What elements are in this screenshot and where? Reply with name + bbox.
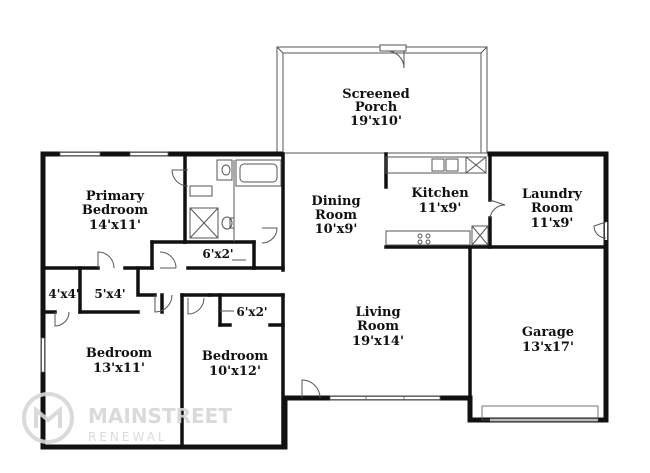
room-garage: Garage 13'x17' [522, 325, 574, 355]
room-dimensions: 4'x4' [48, 287, 79, 301]
room-name: Room [531, 201, 573, 216]
bathroom-fixtures [189, 159, 282, 242]
watermark: MAINSTREET RENEWAL [22, 392, 232, 444]
room-name: Dining [311, 194, 360, 209]
room-dimensions: 11'x9' [531, 216, 574, 231]
room-dimensions: 11'x9' [419, 201, 462, 216]
room-dining-room: Dining Room 10'x9' [311, 194, 360, 237]
room-dimensions: 5'x4' [94, 287, 125, 301]
room-name: Room [315, 208, 357, 223]
room-bedroom-3: Bedroom 10'x12' [202, 349, 269, 379]
doors [54, 169, 607, 399]
room-name: Primary [86, 189, 145, 204]
room-kitchen: Kitchen 11'x9' [411, 186, 469, 216]
room-name: Bedroom [86, 346, 153, 361]
room-dimensions: 6'x2' [202, 247, 233, 261]
room-dimensions: 19'x10' [350, 114, 402, 129]
room-bedroom-2: Bedroom 13'x11' [86, 346, 153, 376]
room-name: Bedroom [82, 203, 149, 218]
room-closet-6x2-a: 6'x2' [202, 247, 233, 261]
room-name: Laundry [522, 187, 582, 202]
room-name: Screened [342, 87, 410, 102]
room-name: Garage [522, 325, 574, 340]
room-closet-6x2-b: 6'x2' [236, 305, 267, 319]
room-name: Porch [355, 100, 398, 115]
room-dimensions: 10'x12' [209, 364, 261, 379]
room-dimensions: 6'x2' [236, 305, 267, 319]
room-laundry-room: Laundry Room 11'x9' [522, 187, 582, 231]
kitchen-fixtures [385, 156, 489, 246]
watermark-logo-icon [22, 392, 74, 444]
room-dimensions: 19'x14' [352, 334, 404, 349]
room-name: Room [357, 319, 399, 334]
window-frames [40, 151, 599, 421]
interior-walls [41, 152, 608, 449]
porch-door [379, 44, 407, 69]
room-dimensions: 14'x11' [89, 218, 141, 233]
room-screened-porch: Screened Porch 19'x10' [342, 87, 410, 129]
room-name: Living [355, 305, 400, 320]
room-closet-5x4: 5'x4' [94, 287, 125, 301]
watermark-brand: MAINSTREET [88, 404, 232, 428]
room-dimensions: 13'x11' [93, 361, 145, 376]
room-living-room: Living Room 19'x14' [352, 305, 404, 349]
watermark-sub: RENEWAL [88, 430, 168, 444]
room-primary-bedroom: Primary Bedroom 14'x11' [82, 189, 149, 233]
room-name: Kitchen [411, 186, 469, 201]
room-name: Bedroom [202, 349, 269, 364]
room-dimensions: 10'x9' [315, 222, 358, 237]
room-dimensions: 13'x17' [522, 340, 574, 355]
room-closet-4x4: 4'x4' [48, 287, 79, 301]
